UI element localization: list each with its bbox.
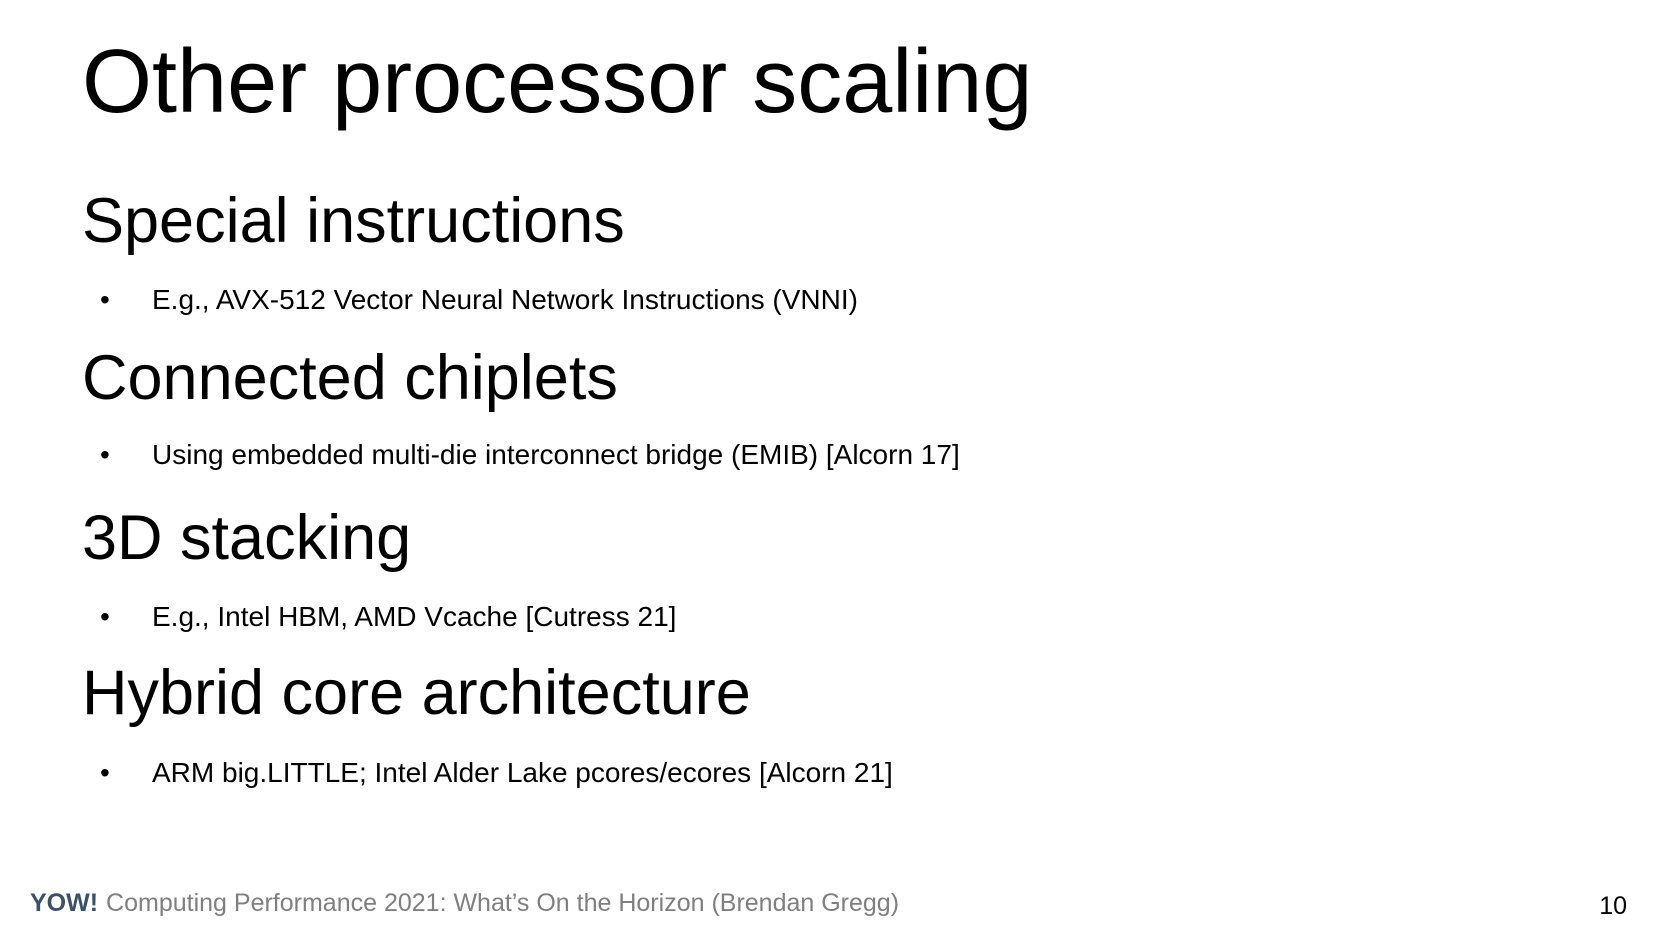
- section-heading-special-instructions: Special instructions: [82, 186, 625, 256]
- slide-title: Other processor scaling: [82, 32, 1033, 132]
- bullet-text: E.g., AVX-512 Vector Neural Network Inst…: [152, 284, 858, 315]
- bullet-item: • E.g., Intel HBM, AMD Vcache [Cutress 21…: [100, 603, 676, 631]
- bullet-text: Using embedded multi-die interconnect br…: [152, 439, 960, 470]
- bullet-text: ARM big.LITTLE; Intel Alder Lake pcores/…: [152, 757, 893, 788]
- footer-brand: YOW!: [30, 889, 99, 917]
- slide-footer: YOW!Computing Performance 2021: What’s O…: [30, 891, 899, 916]
- bullet-dot: •: [100, 757, 110, 788]
- bullet-text: E.g., Intel HBM, AMD Vcache [Cutress 21]: [152, 601, 677, 632]
- bullet-dot: •: [100, 284, 110, 315]
- bullet-item: • E.g., AVX-512 Vector Neural Network Ins…: [100, 286, 858, 314]
- section-heading-3d-stacking: 3D stacking: [82, 503, 412, 573]
- section-heading-connected-chiplets: Connected chiplets: [82, 343, 618, 413]
- bullet-dot: •: [100, 601, 110, 632]
- bullet-item: • Using embedded multi-die interconnect b…: [100, 441, 960, 469]
- footer-text: Computing Performance 2021: What’s On th…: [106, 889, 900, 917]
- section-heading-hybrid-core-architecture: Hybrid core architecture: [82, 658, 751, 728]
- bullet-item: • ARM big.LITTLE; Intel Alder Lake pcores…: [100, 759, 893, 787]
- page-number: 10: [1599, 892, 1627, 920]
- bullet-dot: •: [100, 439, 110, 470]
